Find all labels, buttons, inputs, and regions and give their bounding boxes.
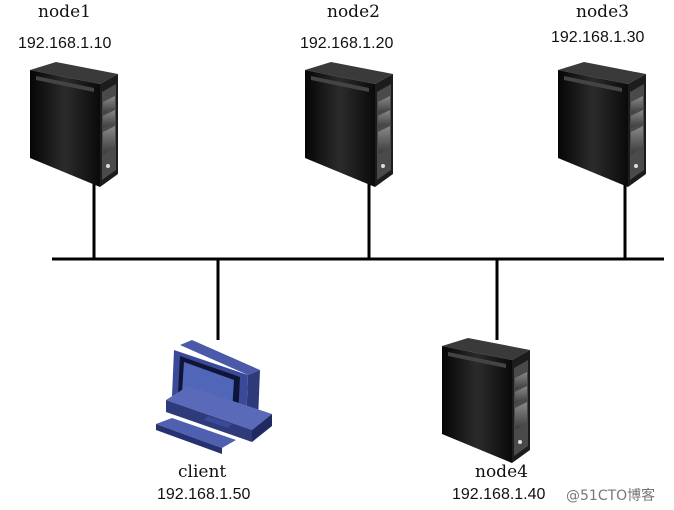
node4: node4 192.168.1.40 [442, 338, 546, 503]
node2-ip: 192.168.1.20 [300, 35, 394, 52]
node4-ip: 192.168.1.40 [452, 486, 546, 503]
node3-name: node3 [576, 2, 629, 22]
node1-ip: 192.168.1.10 [18, 35, 112, 52]
server-tower-icon [442, 338, 530, 463]
server-tower-icon [305, 62, 393, 187]
client-ip: 192.168.1.50 [157, 486, 251, 503]
node3-ip: 192.168.1.30 [551, 29, 645, 46]
node1-name: node1 [38, 2, 91, 22]
node2: node2 192.168.1.20 [300, 2, 394, 187]
server-tower-icon [558, 62, 646, 187]
server-tower-icon [30, 62, 118, 187]
node3: node3 192.168.1.30 [551, 2, 646, 187]
node4-name: node4 [475, 462, 528, 482]
watermark: @51CTO博客 [566, 487, 655, 504]
node2-name: node2 [327, 2, 380, 22]
node1: node1 192.168.1.10 [18, 2, 118, 187]
client-name: client [178, 462, 226, 482]
desktop-computer-icon [156, 340, 272, 454]
client: client 192.168.1.50 [156, 340, 272, 503]
